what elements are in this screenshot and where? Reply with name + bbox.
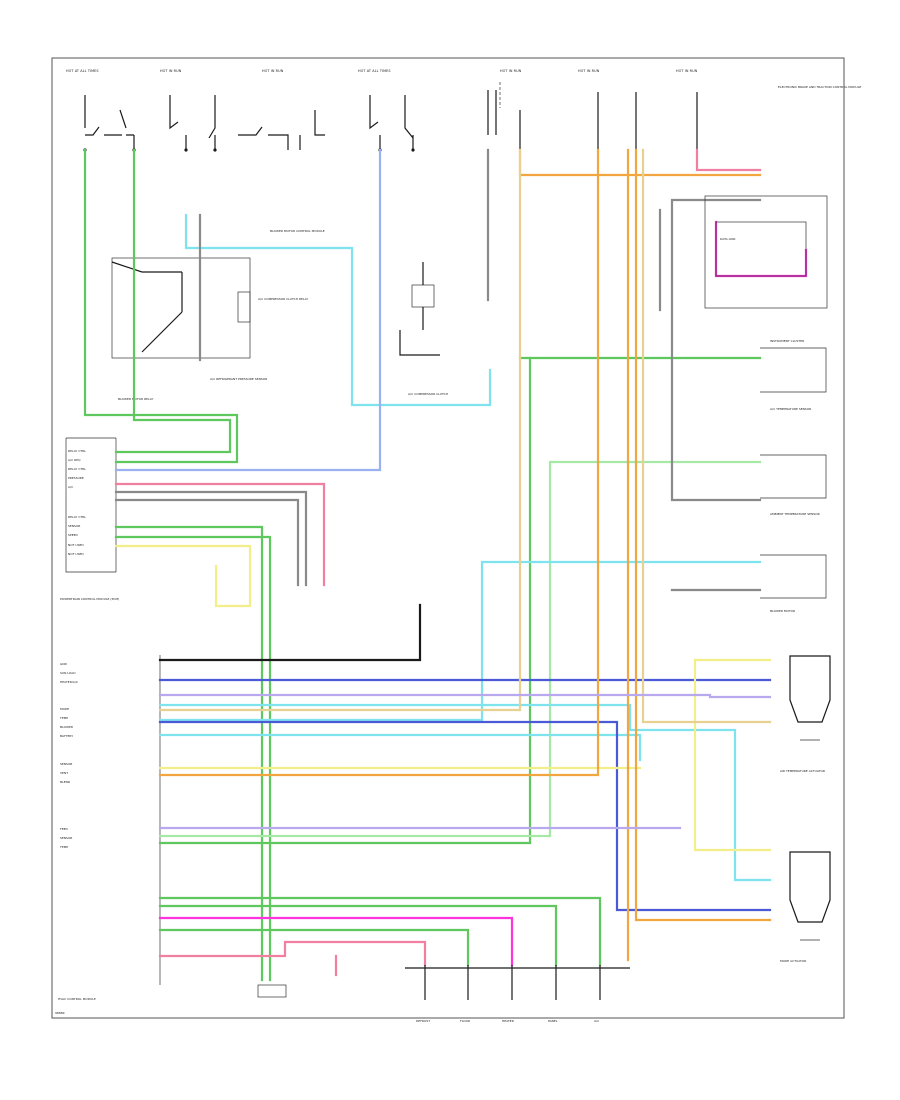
right-label-1: INSTRUMENT CLUSTER xyxy=(770,339,804,343)
pcm-module-label: POWERTRAIN CONTROL MODULE (PCM) xyxy=(60,597,119,601)
pcm-pin-6: SENSOR xyxy=(68,524,80,528)
pcm-pin-labels: RELAY CTRL A/C REQ RELAY CTRL PRESSURE A… xyxy=(68,449,86,556)
top-label-2: HOT IN RUN xyxy=(262,69,284,73)
fuse-row xyxy=(83,82,698,152)
right-label-5: AIR TEMPERATURE ACTUATOR xyxy=(780,769,825,773)
right-label-2: A/C TEMPERATURE SENSOR xyxy=(770,407,811,411)
pcm-pin-8: NOT USED xyxy=(68,543,84,547)
top-fuse-labels: HOT AT ALL TIMES HOT IN RUN HOT IN RUN H… xyxy=(66,69,861,89)
right-label-0: DATA LINK xyxy=(720,237,736,241)
top-label-3: HOT AT ALL TIMES xyxy=(358,69,391,73)
wires xyxy=(83,148,808,982)
top-label-5: HOT IN RUN xyxy=(578,69,600,73)
bottom-label-4: A/C xyxy=(594,1019,599,1023)
relay-label-4: A/C REFRIGERANT PRESSURE SENSOR xyxy=(210,377,267,381)
bottom-label-0: DEFROST xyxy=(416,1019,430,1023)
diagram-border xyxy=(51,57,845,1019)
relay-label-3: BLOWER MOTOR CONTROL MODULE xyxy=(270,229,325,233)
top-right-note: ELECTRONIC BRAKE AND TRACTION CONTROL MO… xyxy=(778,85,861,89)
hvac-pin-10: FEED xyxy=(60,827,69,831)
hvac-pin-12: TEMP xyxy=(59,845,68,849)
hvac-pin-6: BATTERY xyxy=(60,734,73,738)
right-components: DATA LINK INSTRUMENT CLUSTER A/C TEMPERA… xyxy=(704,195,831,963)
relay-label-1: A/C COMPRESSOR CLUTCH RELAY xyxy=(258,297,308,301)
hvac-pin-2: HEATER/A/C xyxy=(60,680,78,684)
hvac-pin-4: TEMP xyxy=(59,716,68,720)
hvac-module-labels: GND SUN LOAD HEATER/A/C MODE TEMP BLOWER… xyxy=(58,662,96,1001)
bottom-label-3: PANEL xyxy=(548,1019,558,1023)
right-label-4: BLOWER MOTOR xyxy=(770,609,795,613)
hvac-pin-9: BLEND xyxy=(60,780,71,784)
pcm-connector: POWERTRAIN CONTROL MODULE (PCM) xyxy=(60,437,119,601)
hvac-pin-5: BLOWER xyxy=(60,725,73,729)
right-label-6: MODE ACTUATOR xyxy=(780,959,806,963)
pcm-pin-5: RELAY CTRL xyxy=(68,515,86,519)
pcm-pin-9: NOT USED xyxy=(68,552,84,556)
pressure-sensor-label: A/C COMPRESSOR CLUTCH xyxy=(408,392,448,396)
bottom-label-1: FLOOR xyxy=(460,1019,470,1023)
top-label-6: HOT IN RUN xyxy=(676,69,698,73)
hvac-pin-0: GND xyxy=(60,662,68,666)
hvac-pin-11: SENSOR xyxy=(60,836,72,840)
hvac-pin-8: VENT xyxy=(60,771,68,775)
right-label-3: AMBIENT TEMPERATURE SENSOR xyxy=(770,512,820,516)
pcm-pin-0: RELAY CTRL xyxy=(68,449,86,453)
pcm-pin-7: SPEED xyxy=(68,533,79,537)
hvac-pin-7: SENSOR xyxy=(60,762,72,766)
pcm-pin-4: A/C xyxy=(68,485,73,489)
hvac-pin-3: MODE xyxy=(60,707,69,711)
top-label-1: HOT IN RUN xyxy=(160,69,182,73)
relay-label-2: BLOWER MOTOR RELAY xyxy=(118,397,154,401)
bottom-label-2: HEATER xyxy=(502,1019,514,1023)
bottom-actuators: DEFROST FLOOR HEATER PANEL A/C xyxy=(257,965,630,1023)
compressor-relay-block: A/C COMPRESSOR CLUTCH RELAY BLOWER MOTOR… xyxy=(111,229,325,401)
pcm-pin-2: RELAY CTRL xyxy=(68,467,86,471)
top-label-4: HOT IN RUN xyxy=(500,69,522,73)
diagram-id-label: 98889 xyxy=(55,1011,65,1015)
hvac-module-label: HVAC CONTROL MODULE xyxy=(58,997,96,1001)
top-label-0: HOT AT ALL TIMES xyxy=(66,69,99,73)
pcm-pin-3: PRESSURE xyxy=(68,476,84,480)
pressure-sensor: A/C COMPRESSOR CLUTCH xyxy=(399,262,448,396)
pcm-pin-1: A/C REQ xyxy=(68,458,81,462)
hvac-pin-1: SUN LOAD xyxy=(60,671,76,675)
